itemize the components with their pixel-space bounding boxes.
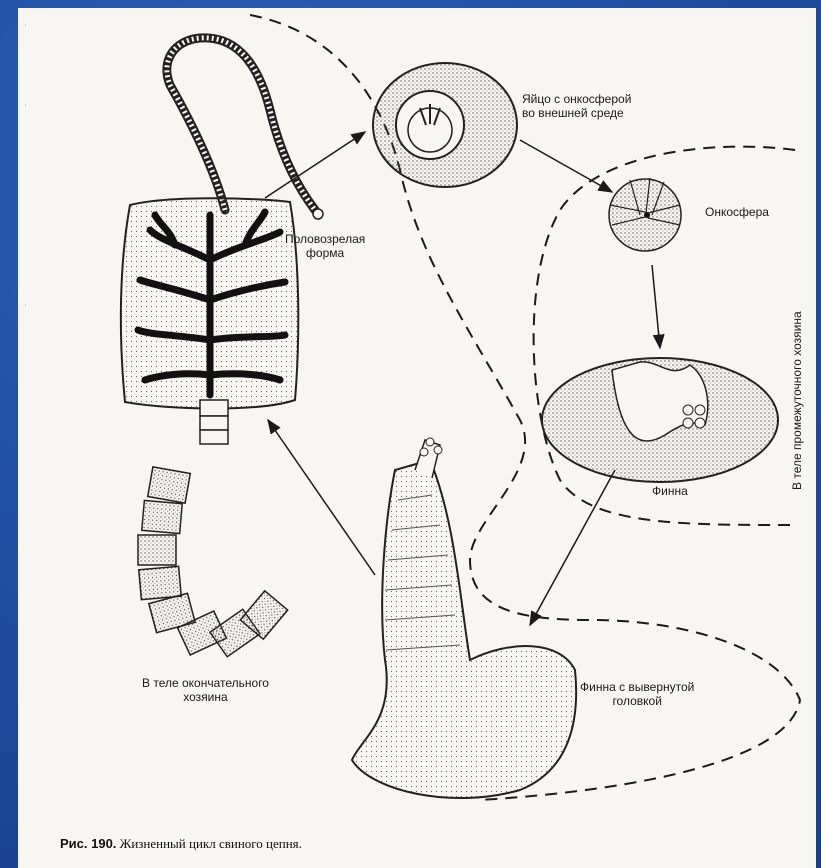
label-egg: Яйцо с онкосферой во внешней среде [522, 92, 631, 120]
label-definitive-host-text: В теле окончательного хозяина [142, 676, 269, 704]
scan-edge-mark: · [24, 20, 27, 30]
tapeworm-neck [167, 38, 315, 210]
label-finna-everted: Финна с вывернутой головкой [580, 680, 694, 708]
label-finna: Финна [652, 484, 688, 498]
arrow-everted-to-mature [268, 420, 375, 575]
label-definitive-host: В теле окончательного хозяина [142, 676, 269, 704]
figure-caption: Рис. 190. Жизненный цикл свиного цепня. [60, 836, 302, 852]
proglottid-chain [138, 467, 288, 657]
label-egg-text: Яйцо с онкосферой во внешней среде [522, 92, 631, 120]
label-finna-text: Финна [652, 484, 688, 498]
scan-edge-mark: · [24, 300, 27, 310]
caption-text: Жизненный цикл свиного цепня. [116, 836, 302, 851]
oncosphere [609, 178, 681, 251]
label-mature-text: Половозрелая форма [285, 232, 365, 260]
finna [542, 358, 778, 482]
label-oncosphere: Онкосфера [705, 205, 769, 219]
caption-prefix: Рис. 190. [60, 836, 116, 851]
mature-proglottid [121, 198, 298, 444]
arrow-oncosphere-to-finna [652, 265, 660, 348]
label-finna-everted-text: Финна с вывернутой головкой [580, 680, 694, 708]
label-mature: Половозрелая форма [285, 232, 365, 260]
scan-edge-mark: · [24, 100, 27, 110]
egg-with-oncosphere [373, 63, 517, 187]
label-intermediate-host: В теле промежуточного хозяина [790, 311, 804, 490]
arrow-egg-to-oncosphere [520, 140, 612, 192]
label-oncosphere-text: Онкосфера [705, 205, 769, 219]
